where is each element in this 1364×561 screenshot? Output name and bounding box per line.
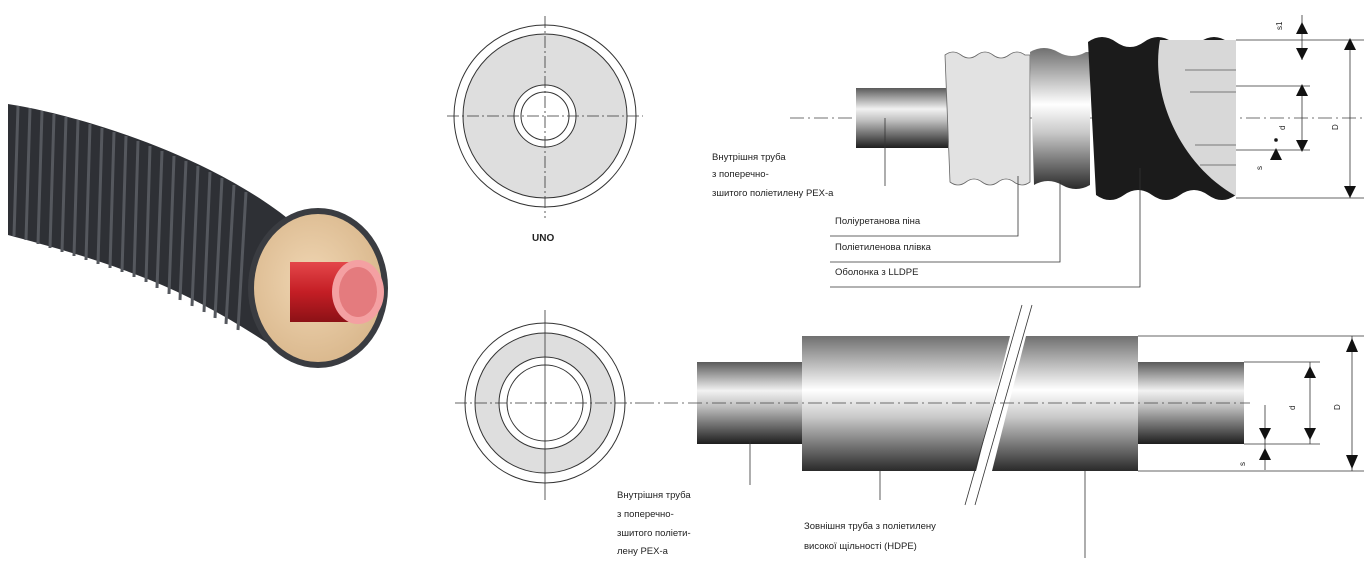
- cross-section-caption: UNO: [532, 233, 554, 244]
- outer-pipe-label-bottom: Зовнішня труба з поліетилену високої щіл…: [804, 521, 936, 552]
- callout-leaders-bottom: [749, 440, 1086, 558]
- inner-pipe-label-top: Внутрішня труба з поперечно- зшитого пол…: [712, 152, 834, 199]
- callout-leaders-top: [830, 168, 1141, 288]
- cross-section-uno: [447, 16, 643, 218]
- svg-text:лену PEX-a: лену PEX-a: [617, 546, 669, 557]
- pipe-elevation-bottom: [640, 304, 1250, 506]
- dimension-lines-top: [1236, 15, 1364, 199]
- svg-text:з поперечно-: з поперечно-: [712, 169, 769, 180]
- svg-text:Зовнішня труба з поліетилену: Зовнішня труба з поліетилену: [804, 521, 936, 532]
- svg-text:Оболонка з LLDPE: Оболонка з LLDPE: [835, 267, 918, 278]
- svg-text:Внутрішня труба: Внутрішня труба: [712, 152, 786, 163]
- callout-labels-top: Поліуретанова піна Поліетиленова плівка …: [835, 216, 932, 278]
- inner-pipe-label-bottom: Внутрішня труба з поперечно- зшитого пол…: [617, 490, 691, 557]
- pipe-elevation-top: [790, 37, 1364, 200]
- dim-s-top: s: [1255, 166, 1264, 170]
- svg-text:Внутрішня труба: Внутрішня труба: [617, 490, 691, 501]
- pipe-3d-render: [8, 104, 388, 368]
- corrugation-ribs: [12, 105, 248, 331]
- cross-section-bottom: [455, 310, 640, 500]
- dim-D-top: D: [1331, 124, 1340, 130]
- svg-text:зшитого поліети-: зшитого поліети-: [617, 528, 691, 539]
- dim-s1: s1: [1275, 21, 1284, 30]
- dim-d-bottom: d: [1288, 406, 1297, 410]
- dimension-lines-bottom: [1138, 335, 1364, 472]
- dim-D-bottom: D: [1333, 404, 1342, 410]
- svg-text:високої щільності (HDPE): високої щільності (HDPE): [804, 541, 917, 552]
- dim-d-top: d: [1278, 126, 1287, 130]
- svg-text:з поперечно-: з поперечно-: [617, 509, 674, 520]
- svg-text:зшитого поліетилену PEX-a: зшитого поліетилену PEX-a: [712, 188, 834, 199]
- dim-s-bottom: s: [1238, 462, 1247, 466]
- svg-text:Поліуретанова піна: Поліуретанова піна: [835, 216, 921, 227]
- svg-text:Поліетиленова плівка: Поліетиленова плівка: [835, 242, 932, 253]
